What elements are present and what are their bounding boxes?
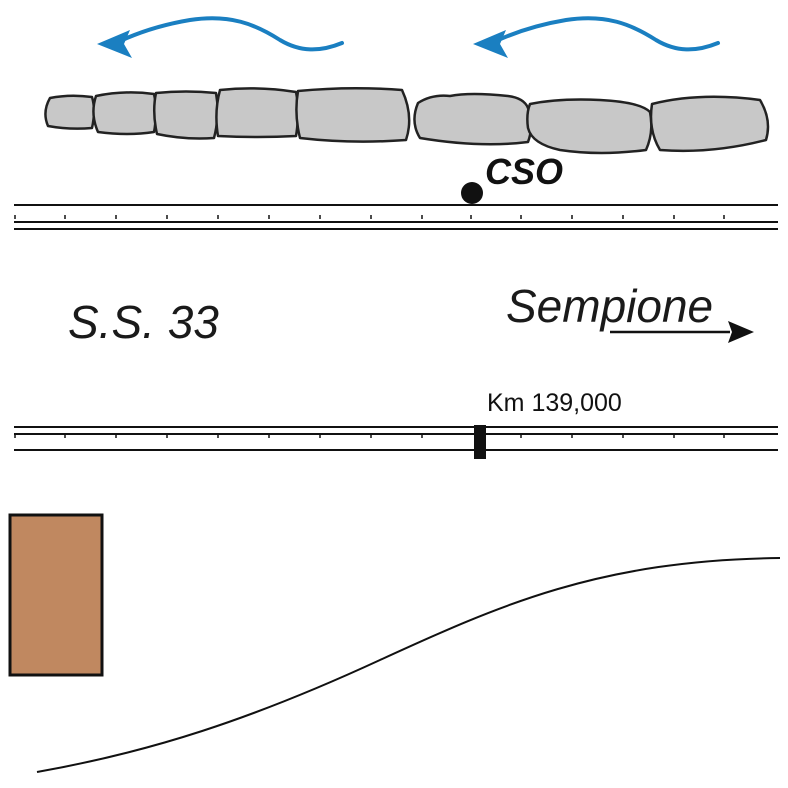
road-name-label: S.S. 33 bbox=[68, 296, 219, 348]
direction-label: Sempione bbox=[506, 280, 713, 332]
station-marker-icon bbox=[461, 182, 483, 204]
rock bbox=[295, 86, 411, 143]
flow-arrow-right-icon bbox=[473, 16, 720, 58]
direction-arrow-icon bbox=[610, 321, 754, 343]
flow-arrows bbox=[97, 16, 720, 58]
km-marker-label: Km 139,000 bbox=[487, 389, 622, 417]
rock bbox=[649, 95, 770, 153]
lower-road-lines bbox=[14, 426, 778, 451]
km-marker-post bbox=[474, 425, 486, 459]
upper-road-ticks bbox=[14, 215, 725, 219]
building bbox=[8, 513, 104, 677]
upper-road-lines bbox=[14, 204, 778, 230]
lower-road-ticks bbox=[14, 434, 725, 438]
rock bbox=[153, 90, 219, 140]
terrain-curve bbox=[36, 557, 781, 773]
rock bbox=[215, 87, 300, 139]
rock-row bbox=[44, 86, 770, 155]
rock bbox=[44, 94, 96, 130]
flow-arrow-left-icon bbox=[97, 16, 344, 58]
rock bbox=[413, 92, 533, 146]
rock bbox=[526, 98, 653, 155]
rock bbox=[92, 91, 158, 136]
station-label: CSO bbox=[485, 151, 563, 192]
